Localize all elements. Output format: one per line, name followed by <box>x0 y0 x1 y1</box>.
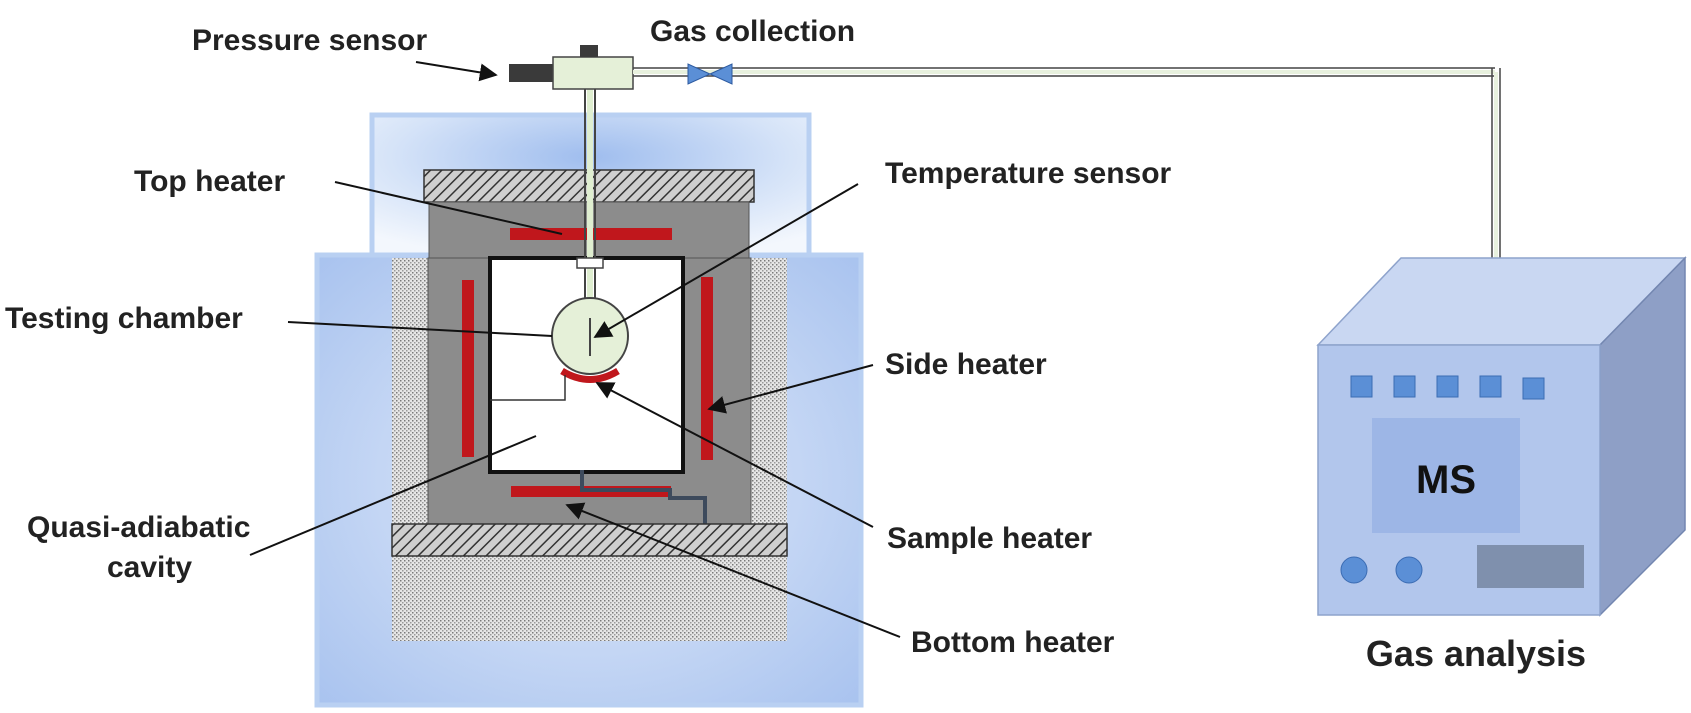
label-temperature-sensor: Temperature sensor <box>885 157 1172 190</box>
ms-button-3[interactable] <box>1436 375 1459 398</box>
testing-chamber-tube <box>576 88 604 318</box>
side-heater-left <box>462 280 474 457</box>
label-gas-collection: Gas collection <box>650 15 855 48</box>
label-sample-heater: Sample heater <box>887 522 1092 555</box>
leader-bottom-heater <box>565 502 901 638</box>
ms-label: MS <box>1416 458 1476 502</box>
ms-button-2[interactable] <box>1393 375 1416 398</box>
label-quasi-adiabatic-line2: cavity <box>107 551 192 584</box>
label-top-heater: Top heater <box>134 165 285 198</box>
label-gas-analysis: Gas analysis <box>1366 633 1586 674</box>
ms-button-4[interactable] <box>1479 375 1502 398</box>
ms-button-1[interactable] <box>1350 375 1373 398</box>
leader-testing-chamber <box>287 321 553 337</box>
ms-screen <box>1372 418 1520 533</box>
side-heater-right <box>701 277 713 460</box>
leader-quasi-adiabatic <box>249 435 537 556</box>
leader-pressure-sensor <box>415 61 498 82</box>
sample-heater-element <box>560 367 620 383</box>
insulation-left <box>392 258 428 524</box>
pressure-sensor <box>509 45 634 90</box>
ms-button-5[interactable] <box>1522 377 1545 400</box>
leader-top-heater <box>334 181 563 235</box>
insulation-bottom <box>392 556 787 641</box>
gas-collection-valve-icon[interactable] <box>687 63 733 85</box>
leader-sample-heater <box>595 382 874 528</box>
insulation-right <box>751 258 787 524</box>
leader-temperature-sensor <box>593 183 859 338</box>
label-testing-chamber: Testing chamber <box>5 302 243 335</box>
ms-knob-right[interactable] <box>1395 556 1423 584</box>
label-side-heater: Side heater <box>885 348 1047 381</box>
ms-instrument: MS <box>1316 256 1687 617</box>
sample-thermocouple-wire <box>490 375 566 401</box>
ms-display-panel <box>1477 545 1584 588</box>
label-quasi-adiabatic-line1: Quasi-adiabatic <box>27 511 250 544</box>
bottom-plate <box>391 523 788 557</box>
leader-side-heater <box>707 364 874 414</box>
bottom-heater-wire <box>580 470 707 524</box>
label-bottom-heater: Bottom heater <box>911 626 1115 659</box>
gas-line <box>633 67 1501 286</box>
ms-knob-left[interactable] <box>1340 556 1368 584</box>
label-pressure-sensor: Pressure sensor <box>192 24 427 57</box>
